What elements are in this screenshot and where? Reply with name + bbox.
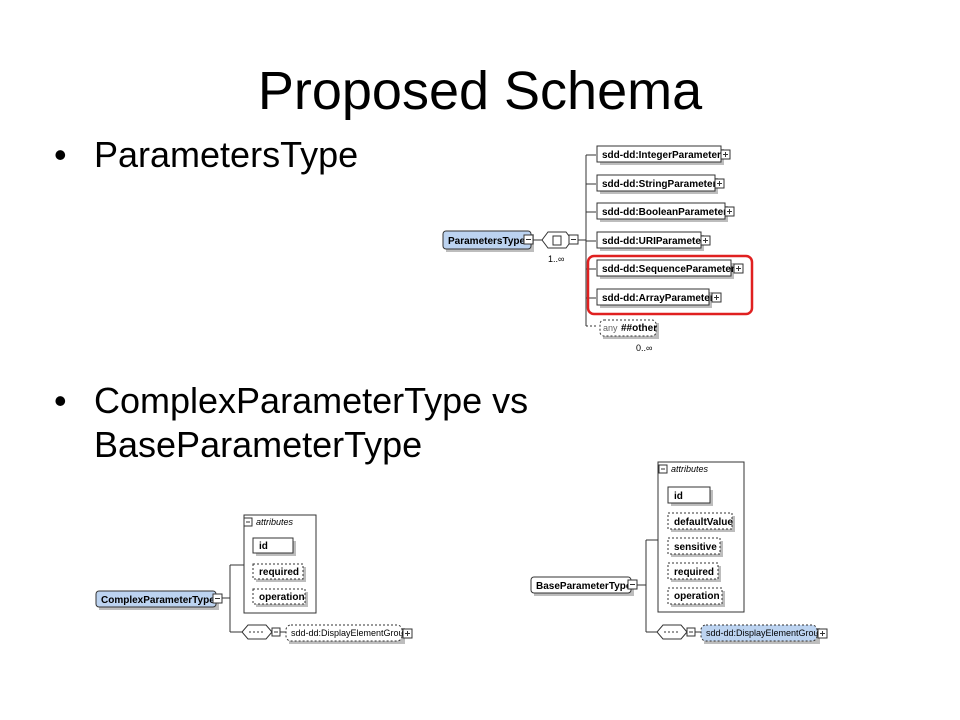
any-wildcard-box (599, 319, 657, 337)
diagram-base-parameter-type: attributes id defaultValue sensitive req… (530, 461, 828, 644)
diagram-complex-parameter-type: attributes id required operation Complex… (95, 514, 413, 644)
attribute-label: required (674, 567, 714, 578)
attribute-box (252, 588, 306, 605)
attribute-label: operation (259, 592, 305, 603)
bullet-text: ParametersType (94, 134, 359, 175)
any-value: ##other (621, 323, 657, 334)
attribute-box (252, 563, 304, 580)
group-label: sdd-dd:DisplayElementGroup (706, 628, 824, 638)
bullet-dot: • (54, 134, 67, 175)
group-label: sdd-dd:DisplayElementGroup (291, 628, 409, 638)
attribute-box (252, 537, 294, 554)
diagram-parameters-type: ParametersType 1..∞ sdd-dd:IntegerParame… (442, 145, 754, 353)
group-box (700, 624, 818, 642)
bullet-text-line-2: BaseParameterType (94, 424, 423, 465)
choice-compositor-icon (541, 231, 573, 249)
attribute-label: defaultValue (674, 517, 733, 528)
attributes-container (657, 461, 745, 613)
attributes-container (243, 514, 317, 614)
root-label: ComplexParameterType (101, 595, 215, 606)
child-box (596, 288, 710, 306)
attribute-box (667, 562, 719, 580)
slide-title: Proposed Schema (257, 61, 703, 121)
bullet-text-line-1: ComplexParameterType vs (94, 380, 529, 421)
attribute-label: required (259, 567, 299, 578)
choice-multiplicity: 1..∞ (548, 254, 564, 264)
child-box (596, 259, 732, 277)
highlight-box (586, 254, 754, 316)
child-label: sdd-dd:IntegerParameter (602, 150, 721, 161)
any-multiplicity: 0..∞ (636, 343, 652, 353)
child-label: sdd-dd:URIParameter (602, 236, 705, 247)
root-label: BaseParameterType (536, 581, 632, 592)
attribute-box (667, 587, 723, 605)
child-label: sdd-dd:StringParameter (602, 179, 717, 190)
child-label: sdd-dd:SequenceParameter (602, 264, 735, 275)
any-label: any (603, 323, 618, 333)
attributes-label: attributes (256, 517, 294, 527)
attribute-label: id (259, 541, 268, 552)
root-label: ParametersType (448, 236, 526, 247)
child-label: sdd-dd:ArrayParameter (602, 293, 714, 304)
attribute-label: sensitive (674, 542, 717, 553)
attribute-box (667, 512, 733, 530)
attribute-label: operation (674, 591, 720, 602)
attribute-box (667, 486, 711, 504)
child-label: sdd-dd:BooleanParameter (602, 207, 727, 218)
group-box (285, 624, 403, 642)
attributes-label: attributes (671, 464, 709, 474)
attribute-box (667, 537, 721, 555)
bullet-parameters-type: • ParametersType (54, 133, 359, 177)
bullet-dot: • (54, 380, 67, 421)
attribute-label: id (674, 491, 683, 502)
bullet-complex-vs-base: • ComplexParameterType vs BaseParameterT… (54, 379, 529, 467)
